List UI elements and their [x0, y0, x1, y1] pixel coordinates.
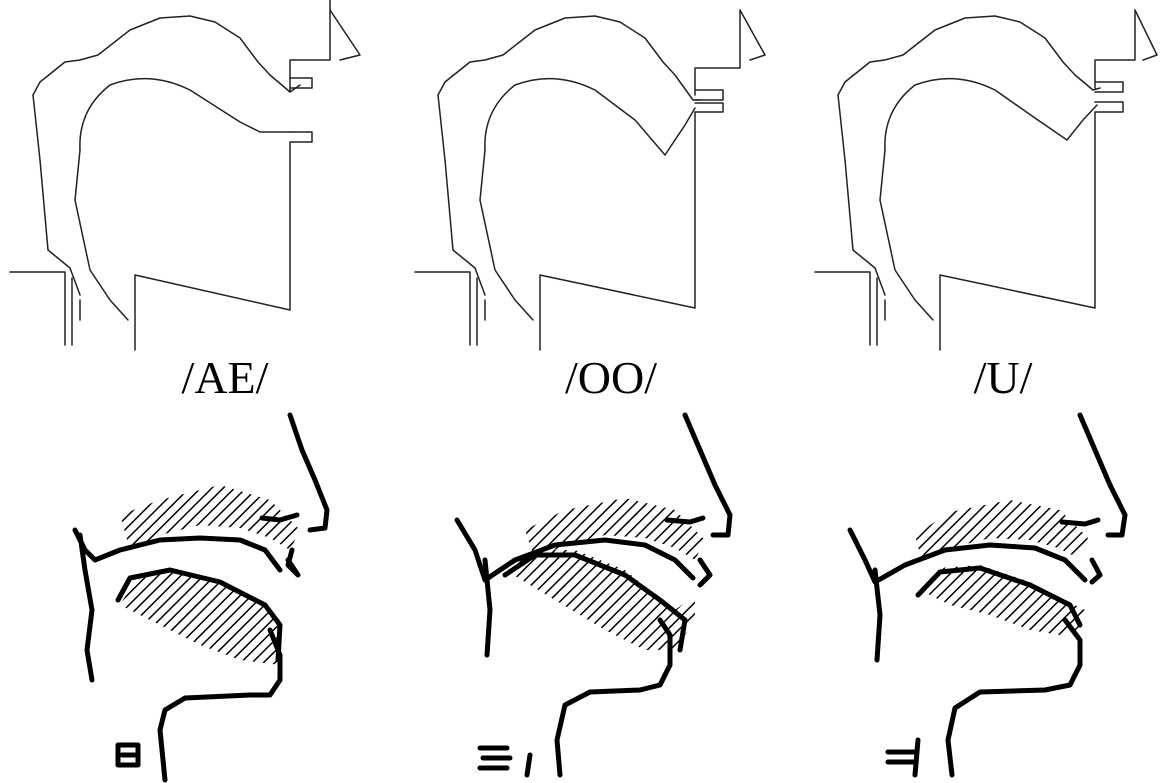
- lip-protrusion-lower: [695, 103, 723, 112]
- larynx-outline: [415, 272, 485, 345]
- jaw-line: [948, 620, 1080, 775]
- pharynx-back-wall: [838, 95, 885, 295]
- larynx-mark: [118, 745, 138, 765]
- lip-gap-upper: [1095, 82, 1123, 92]
- nose-line: [740, 10, 765, 60]
- xray-sketch-u: [830, 410, 1160, 780]
- vowel-label-u: /U/: [853, 355, 1153, 401]
- lower-lip: [135, 132, 312, 350]
- xray-sketch-ae-svg: [40, 410, 370, 780]
- lower-jaw: [940, 112, 1095, 350]
- larynx-mark: [480, 748, 530, 775]
- nose-profile: [1080, 415, 1125, 535]
- nose-profile: [685, 415, 730, 535]
- larynx-outline: [815, 272, 885, 345]
- larynx-mark: [888, 740, 918, 775]
- nose-profile: [290, 415, 327, 530]
- palate-outline: [838, 16, 1100, 95]
- tongue-hatched-region: [120, 570, 280, 665]
- lip-protrusion-upper: [695, 90, 723, 100]
- vocal-tract-model-ae-svg: [0, 0, 380, 350]
- larynx-outline: [10, 272, 80, 345]
- vowel-label-ae: /AE/: [75, 355, 375, 401]
- xray-sketch-u-svg: [830, 410, 1160, 780]
- pharynx-back-wall: [33, 95, 80, 295]
- vocal-tract-model-oo: [405, 0, 785, 350]
- xray-sketch-ae: [40, 410, 370, 780]
- upper-lip-gap: [290, 78, 312, 88]
- pharynx-line: [875, 570, 880, 660]
- vocal-tract-model-u-svg: [805, 0, 1165, 350]
- nose-line: [330, 10, 360, 60]
- tongue-outline: [80, 79, 290, 150]
- vocal-tract-model-ae: [0, 0, 380, 350]
- pharynx-front-wall: [880, 150, 933, 320]
- vocal-tract-model-u: [805, 0, 1165, 350]
- lip-gap-lower: [1095, 102, 1123, 112]
- nose-line: [1135, 10, 1157, 60]
- tongue-outline: [485, 79, 695, 155]
- palate-outline: [33, 16, 300, 95]
- lower-jaw: [540, 112, 695, 350]
- palate-line: [75, 530, 280, 570]
- vowel-label-oo: /OO/: [461, 355, 761, 401]
- pharynx-front-wall: [75, 150, 128, 320]
- palate-outline: [438, 16, 700, 100]
- vocal-tract-model-oo-svg: [405, 0, 785, 350]
- tongue-outline: [885, 79, 1097, 150]
- xray-sketch-oo: [445, 410, 775, 780]
- pharynx-front-wall: [480, 150, 533, 320]
- pharynx-back-wall: [438, 95, 485, 295]
- upper-lip: [695, 10, 740, 95]
- upper-lip: [1095, 10, 1135, 88]
- xray-sketch-oo-svg: [445, 410, 775, 780]
